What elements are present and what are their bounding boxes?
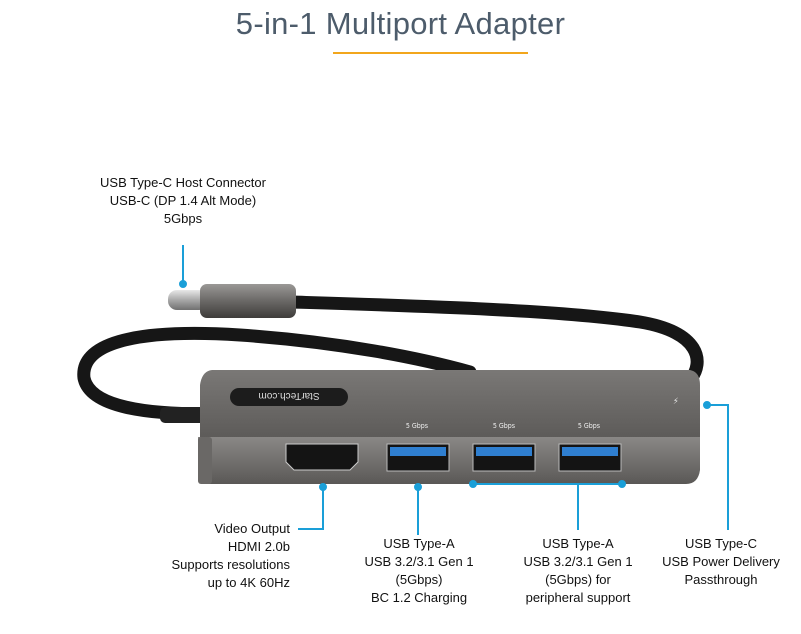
page-title: 5-in-1 Multiport Adapter	[235, 6, 566, 41]
usb-a-port-3	[558, 443, 622, 472]
title-underline	[333, 52, 528, 54]
usb-c-icon: ⚡	[673, 397, 679, 407]
cable	[285, 295, 704, 387]
usb-c-host-plug	[168, 284, 296, 318]
port-speed-label: 5 Gbps	[493, 422, 515, 430]
callout-lines	[179, 245, 729, 535]
adapter-body: StarTech.com ⚡ 5 Gbps 5 Gbps 5 Gbps	[198, 370, 700, 484]
hdmi-port	[285, 443, 359, 471]
brand-logo: StarTech.com	[258, 390, 319, 401]
port-speed-label: 5 Gbps	[578, 422, 600, 430]
port-speed-label: 5 Gbps	[406, 422, 428, 430]
cable	[77, 326, 477, 421]
usb-a-port-2	[472, 443, 536, 472]
usb-a-port-1	[386, 443, 450, 472]
